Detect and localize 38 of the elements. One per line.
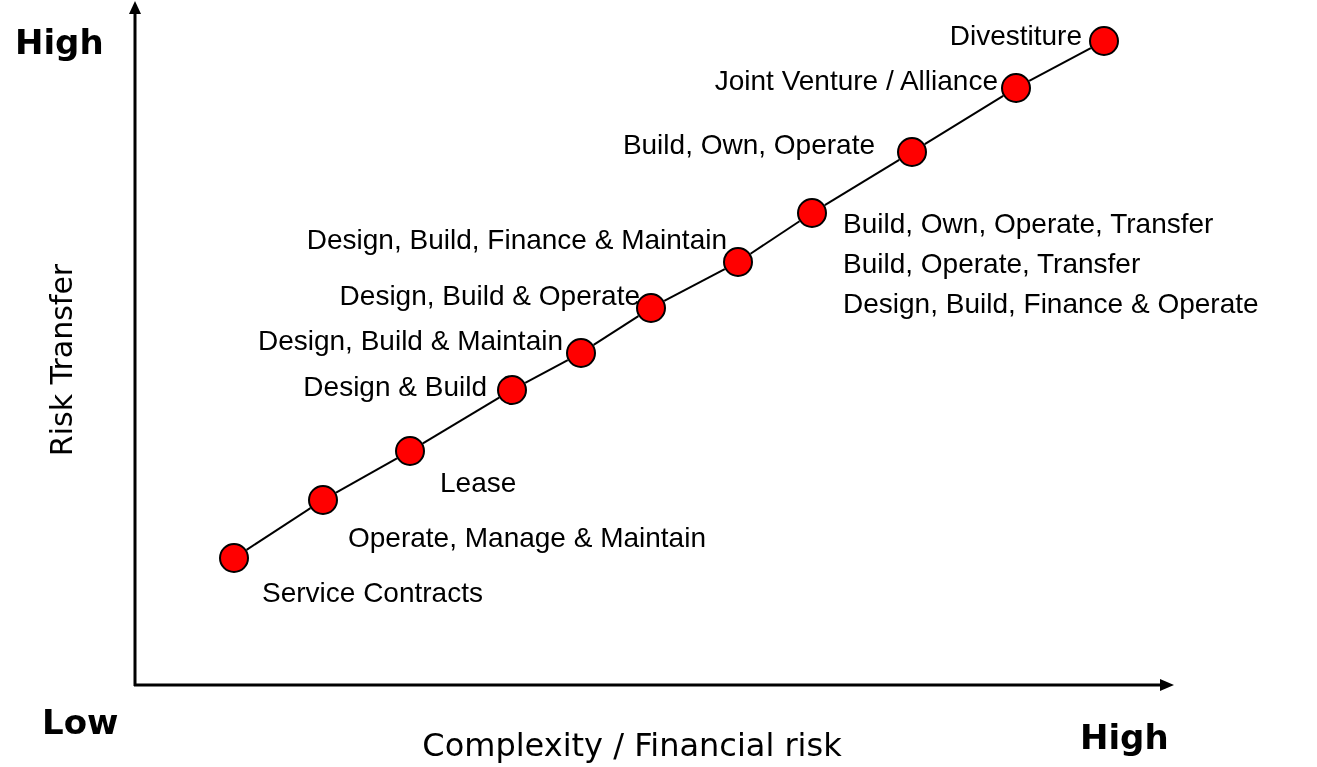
axis-end-label: High [15,25,104,59]
point-label: Design, Build, Finance & Maintain [306,223,727,257]
trend-line [592,315,640,346]
data-point-marker [219,543,249,573]
point-label: Lease [440,466,517,500]
point-label: Build, Operate, Transfer [843,247,1141,281]
point-label: Design & Build [303,370,487,404]
data-point-marker [897,137,927,167]
point-label: Build, Own, Operate, Transfer [843,207,1214,241]
axis-title: Complexity / Financial risk [422,729,842,761]
point-label: Joint Venture / Alliance [714,64,998,98]
trend-line [823,158,901,207]
data-point-marker [395,436,425,466]
axis-end-label: Low [42,705,119,739]
trend-line [663,268,726,302]
trend-line [245,507,312,551]
data-point-marker [723,247,753,277]
axis-end-label: High [1080,720,1169,754]
data-point-marker [1089,26,1119,56]
data-point-marker [1001,73,1031,103]
trend-line [1028,47,1092,82]
point-label: Build, Own, Operate [622,128,875,162]
trend-line [421,396,501,445]
point-label: Design, Build, Finance & Operate [843,287,1259,321]
point-label: Operate, Manage & Maintain [348,521,706,555]
trend-line [335,457,398,494]
point-label: Design, Build & Operate [339,279,640,313]
axis-title: Risk Transfer [47,263,77,457]
data-point-marker [797,198,827,228]
point-label: Design, Build & Maintain [257,324,563,358]
data-point-marker [308,485,338,515]
data-point-marker [566,338,596,368]
trend-line [524,359,569,384]
point-label: Service Contracts [262,576,483,610]
trend-line [749,220,801,255]
trend-line [923,94,1005,146]
point-label: Divestiture [949,19,1082,53]
data-point-marker [497,375,527,405]
